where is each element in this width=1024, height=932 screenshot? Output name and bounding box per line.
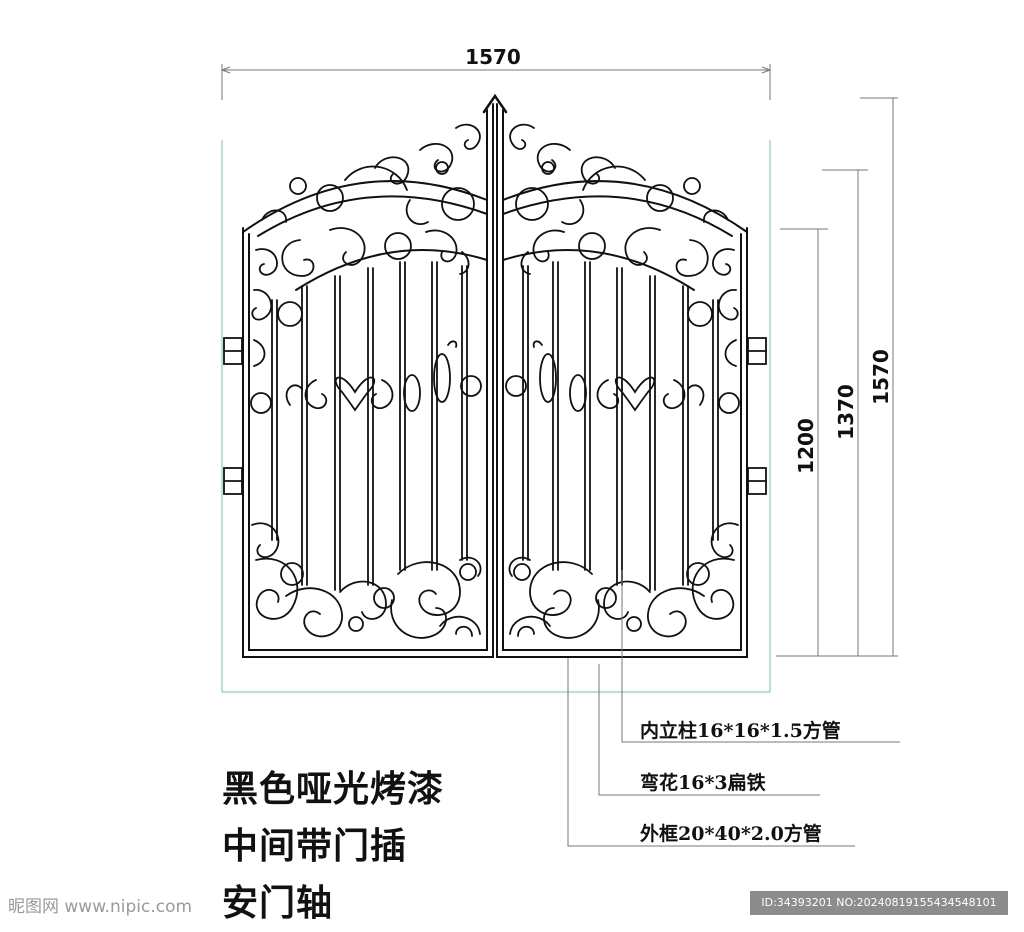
- watermark-id: ID:34393201 NO:20240819155434548101: [750, 891, 1008, 915]
- pickets: [271, 261, 719, 591]
- height-dimensions: [776, 97, 898, 657]
- top-arch: [242, 180, 748, 291]
- width-dimension: [220, 64, 772, 100]
- side-scrolls: [251, 248, 739, 367]
- top-scrolls: [261, 123, 729, 277]
- note-hinge: 安门轴: [222, 882, 334, 924]
- callout-leaders: [567, 570, 900, 847]
- gate-frame-left: [242, 103, 494, 658]
- hinges: [223, 337, 767, 495]
- bottom-scrolls: [251, 522, 739, 639]
- callout-inner-post: 内立柱16*16*1.5方管: [640, 719, 841, 742]
- gate: [223, 93, 767, 658]
- callout-scroll-iron: 弯花16*3扁铁: [640, 771, 766, 794]
- height-1570-label: 1570: [869, 349, 893, 405]
- width-dimension-label: 1570: [465, 45, 521, 69]
- construction-guides: [221, 140, 771, 693]
- callout-outer-frame: 外框20*40*2.0方管: [640, 822, 822, 845]
- note-finish: 黑色哑光烤漆: [222, 768, 445, 810]
- height-1200-label: 1200: [794, 418, 818, 474]
- middle-ornaments: [250, 340, 740, 414]
- note-latch: 中间带门插: [222, 825, 408, 867]
- watermark-site: 昵图网 www.nipic.com: [8, 897, 193, 917]
- height-1370-label: 1370: [834, 384, 858, 440]
- center-finial: [482, 93, 508, 114]
